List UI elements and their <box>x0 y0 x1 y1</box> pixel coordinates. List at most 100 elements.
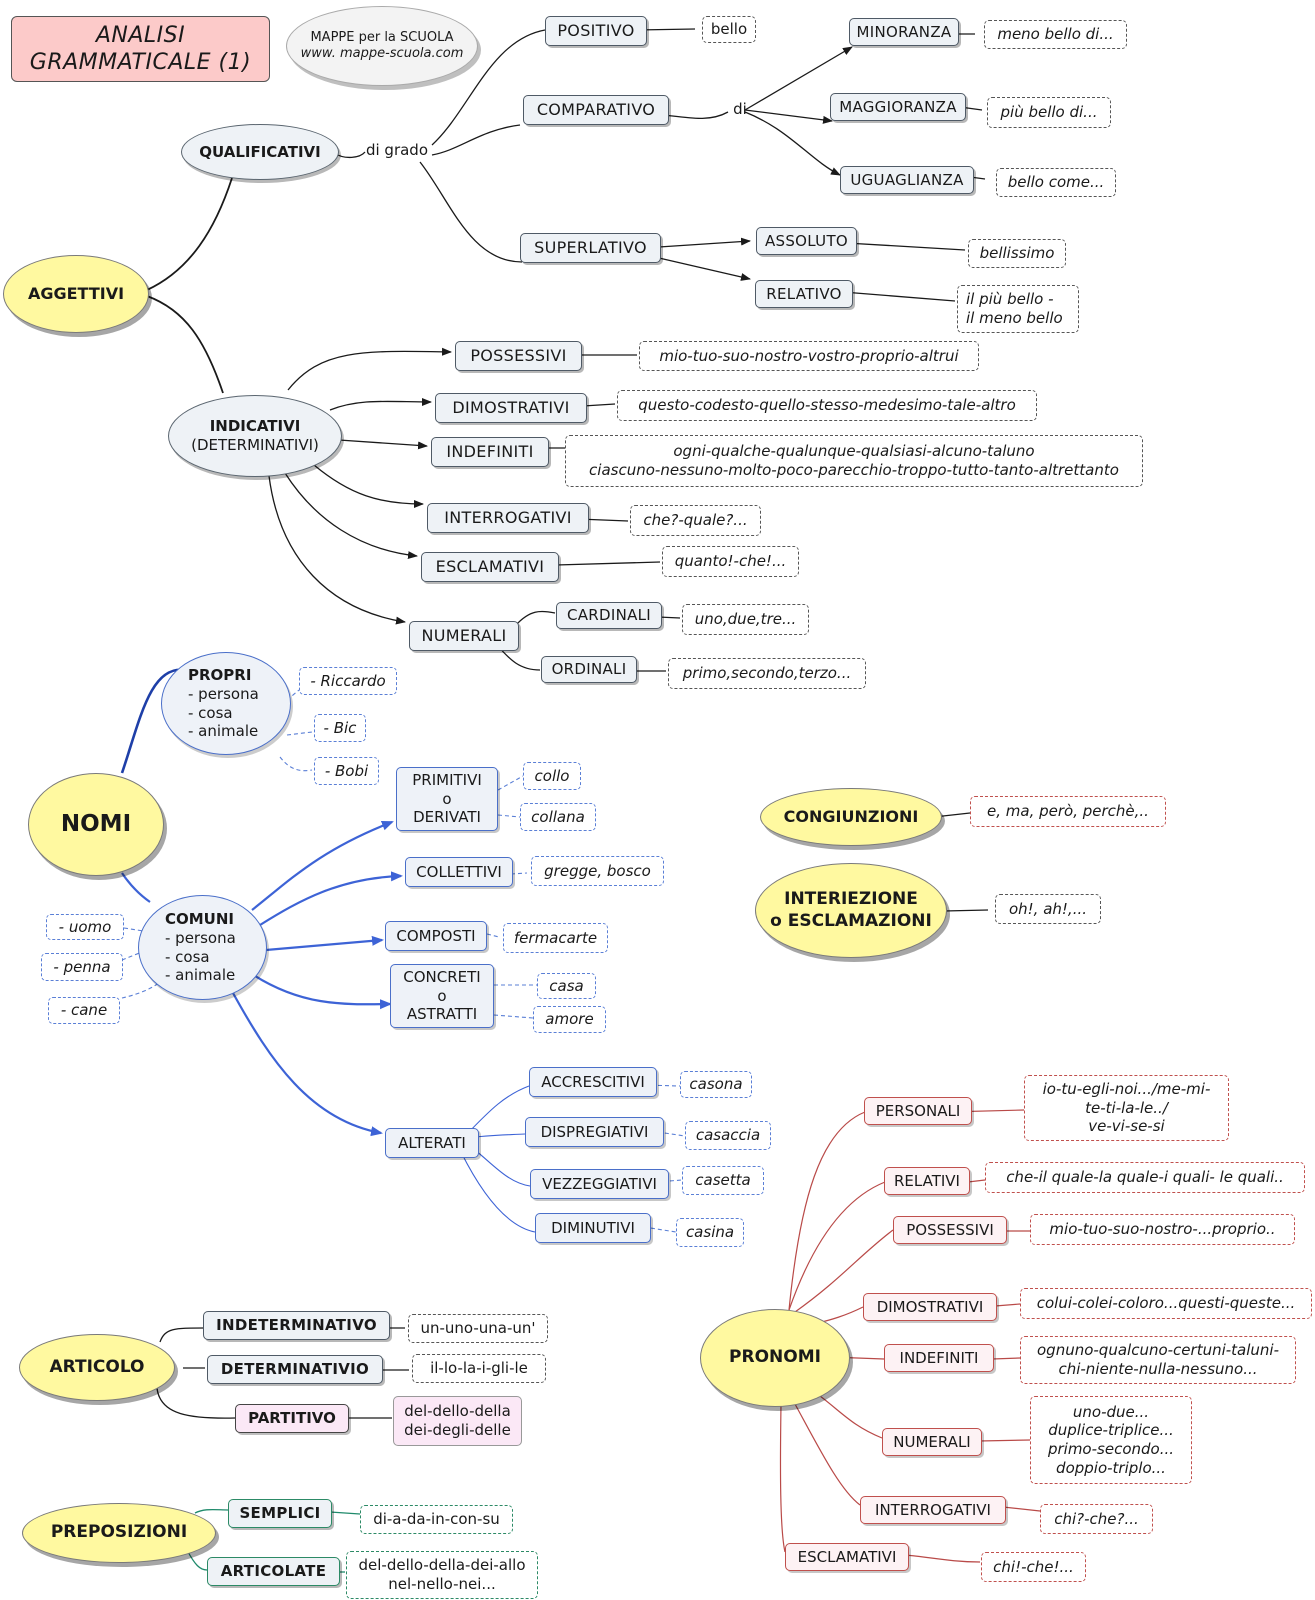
superlativo-node[interactable]: SUPERLATIVO <box>520 233 661 263</box>
relativo-node[interactable]: RELATIVO <box>755 280 853 308</box>
indeterminativo-node[interactable]: INDETERMINATIVO <box>203 1311 390 1340</box>
composti-node[interactable]: COMPOSTI <box>385 921 487 951</box>
collettivi-example: gregge, bosco <box>531 856 664 886</box>
determinativi-label: (DETERMINATIVI) <box>191 436 319 454</box>
partitivo-example: del-dello-della dei-degli-delle <box>393 1396 522 1446</box>
vezzeggiativi-example: casetta <box>682 1166 764 1195</box>
accrescitivi-example: casona <box>680 1071 752 1098</box>
diminutivi-node[interactable]: DIMINUTIVI <box>535 1213 651 1243</box>
articolate-example-line2: nel-nello-nei... <box>388 1575 496 1593</box>
map-title-line1: ANALISI <box>95 22 186 48</box>
primitivi-example: collo <box>523 762 581 790</box>
pron-indefiniti-node[interactable]: INDEFINITI <box>884 1344 994 1372</box>
ind-indefiniti-node[interactable]: INDEFINITI <box>431 437 549 467</box>
aggettivi-node[interactable]: AGGETTIVI <box>3 255 149 333</box>
ind-numerali-node[interactable]: NUMERALI <box>409 621 519 651</box>
nomi-label: NOMI <box>60 811 132 838</box>
pron-possessivi-node[interactable]: POSSESSIVI <box>893 1216 1007 1244</box>
assoluto-example: bellissimo <box>968 239 1066 268</box>
primitivi-line: o <box>442 789 452 808</box>
indicativi-node[interactable]: INDICATIVI (DETERMINATIVI) <box>168 395 342 477</box>
ind-dimostrativi-node[interactable]: DIMOSTRATIVI <box>435 393 587 423</box>
ordinali-example: primo,secondo,terzo... <box>668 658 866 689</box>
nomi-node[interactable]: NOMI <box>28 773 164 876</box>
articolate-example-line1: del-dello-della-dei-allo <box>358 1556 526 1575</box>
derivati-example: collana <box>520 803 596 831</box>
positivo-example: bello <box>702 16 756 43</box>
ind-esclamativi-example: quanto!-che!... <box>662 546 799 577</box>
accrescitivi-node[interactable]: ACCRESCITIVI <box>529 1067 657 1097</box>
positivo-node[interactable]: POSITIVO <box>545 16 647 46</box>
pronomi-node[interactable]: PRONOMI <box>700 1309 850 1407</box>
dispregiativi-node[interactable]: DISPREGIATIVI <box>525 1117 664 1147</box>
maggioranza-node[interactable]: MAGGIORANZA <box>830 93 966 121</box>
partitivo-example-line1: del-dello-della <box>404 1402 511 1421</box>
ind-interrogativi-example: che?-quale?... <box>630 505 761 536</box>
determinativo-node[interactable]: DETERMINATIVIO <box>207 1355 383 1384</box>
pron-dimostrativi-node[interactable]: DIMOSTRATIVI <box>863 1293 997 1321</box>
pron-numerali-example-line: uno-due... <box>1072 1402 1150 1421</box>
pron-personali-node[interactable]: PERSONALI <box>864 1097 972 1125</box>
minoranza-node[interactable]: MINORANZA <box>849 18 959 46</box>
partitivo-node[interactable]: PARTITIVO <box>235 1404 349 1433</box>
pron-dimostrativi-example: colui-colei-coloro...questi-queste... <box>1020 1288 1312 1319</box>
propri-title: PROPRI <box>188 666 252 684</box>
relativo-example-line2: il meno bello <box>966 309 1063 327</box>
concreti-astratti-node[interactable]: CONCRETI o ASTRATTI <box>390 964 494 1028</box>
pron-relativi-example: che-il quale-la quale-i quali- le quali.… <box>985 1162 1305 1193</box>
ind-interrogativi-node[interactable]: INTERROGATIVI <box>427 503 589 533</box>
articolo-node[interactable]: ARTICOLO <box>19 1334 175 1401</box>
propri-item: - animale <box>188 722 259 741</box>
propri-item: - cosa <box>188 703 233 722</box>
di-label: di <box>733 99 747 118</box>
propri-example: - Bic <box>314 714 366 742</box>
pron-esclamativi-node[interactable]: ESCLAMATIVI <box>785 1543 909 1571</box>
interiezione-label: INTERIEZIONE <box>784 889 918 910</box>
interiezione-node[interactable]: INTERIEZIONE o ESCLAMAZIONI <box>755 863 947 958</box>
pron-personali-example: io-tu-egli-noi.../me-mi- te-ti-la-le../ … <box>1024 1075 1229 1141</box>
ind-esclamativi-node[interactable]: ESCLAMATIVI <box>421 552 559 582</box>
comuni-node[interactable]: COMUNI - persona - cosa - animale <box>138 895 267 1000</box>
propri-node[interactable]: PROPRI - persona - cosa - animale <box>161 652 291 755</box>
vezzeggiativi-node[interactable]: VEZZEGGIATIVI <box>530 1169 669 1199</box>
determinativo-example: il-lo-la-i-gli-le <box>412 1354 546 1383</box>
preposizioni-node[interactable]: PREPOSIZIONI <box>22 1503 216 1563</box>
ind-indefiniti-example: ogni-qualche-qualunque-qualsiasi-alcuno-… <box>565 435 1143 487</box>
pron-esclamativi-example: chi!-che!... <box>981 1552 1086 1582</box>
astratti-example: amore <box>533 1006 606 1033</box>
comuni-item: - persona <box>165 928 236 947</box>
semplici-node[interactable]: SEMPLICI <box>228 1499 332 1528</box>
alterati-node[interactable]: ALTERATI <box>385 1128 479 1158</box>
relativo-example-line1: il più bello - <box>966 290 1054 309</box>
congiunzioni-node[interactable]: CONGIUNZIONI <box>760 788 942 846</box>
articolate-node[interactable]: ARTICOLATE <box>207 1557 340 1586</box>
composti-example: fermacarte <box>503 923 608 953</box>
qualificativi-node[interactable]: QUALIFICATIVI <box>181 124 339 180</box>
ordinali-node[interactable]: ORDINALI <box>541 656 637 683</box>
ind-possessivi-example: mio-tuo-suo-nostro-vostro-proprio-altrui <box>639 341 979 371</box>
comparativo-node[interactable]: COMPARATIVO <box>523 95 669 125</box>
ind-possessivi-node[interactable]: POSSESSIVI <box>455 341 582 371</box>
pron-personali-example-line: io-tu-egli-noi.../me-mi- <box>1042 1079 1211 1098</box>
pron-numerali-node[interactable]: NUMERALI <box>882 1428 982 1456</box>
minoranza-example: meno bello di... <box>984 20 1127 49</box>
site-url: www. mappe-scuola.com <box>300 46 464 61</box>
cardinali-example: uno,due,tre... <box>682 604 809 635</box>
relativo-example: il più bello - il meno bello <box>957 285 1079 333</box>
assoluto-node[interactable]: ASSOLUTO <box>756 227 857 255</box>
collettivi-node[interactable]: COLLETTIVI <box>405 857 513 887</box>
cardinali-node[interactable]: CARDINALI <box>556 602 662 629</box>
propri-example: - Bobi <box>314 757 379 785</box>
pron-interrogativi-node[interactable]: INTERROGATIVI <box>860 1496 1006 1524</box>
primitivi-line: DERIVATI <box>413 808 481 827</box>
pron-interrogativi-example: chi?-che?... <box>1040 1504 1153 1534</box>
indicativi-label: INDICATIVI <box>209 417 301 436</box>
comuni-title: COMUNI <box>165 910 235 928</box>
ind-indefiniti-example-line2: ciascuno-nessuno-molto-poco-parecchio-tr… <box>589 461 1119 479</box>
pron-relativi-node[interactable]: RELATIVI <box>884 1167 970 1195</box>
di-grado-label: di grado <box>365 140 429 159</box>
uguaglianza-node[interactable]: UGUAGLIANZA <box>840 166 974 194</box>
congiunzioni-example: e, ma, però, perchè,.. <box>970 796 1166 827</box>
primitivi-derivati-node[interactable]: PRIMITIVI o DERIVATI <box>396 767 498 831</box>
pron-personali-example-line: te-ti-la-le../ <box>1085 1098 1168 1117</box>
